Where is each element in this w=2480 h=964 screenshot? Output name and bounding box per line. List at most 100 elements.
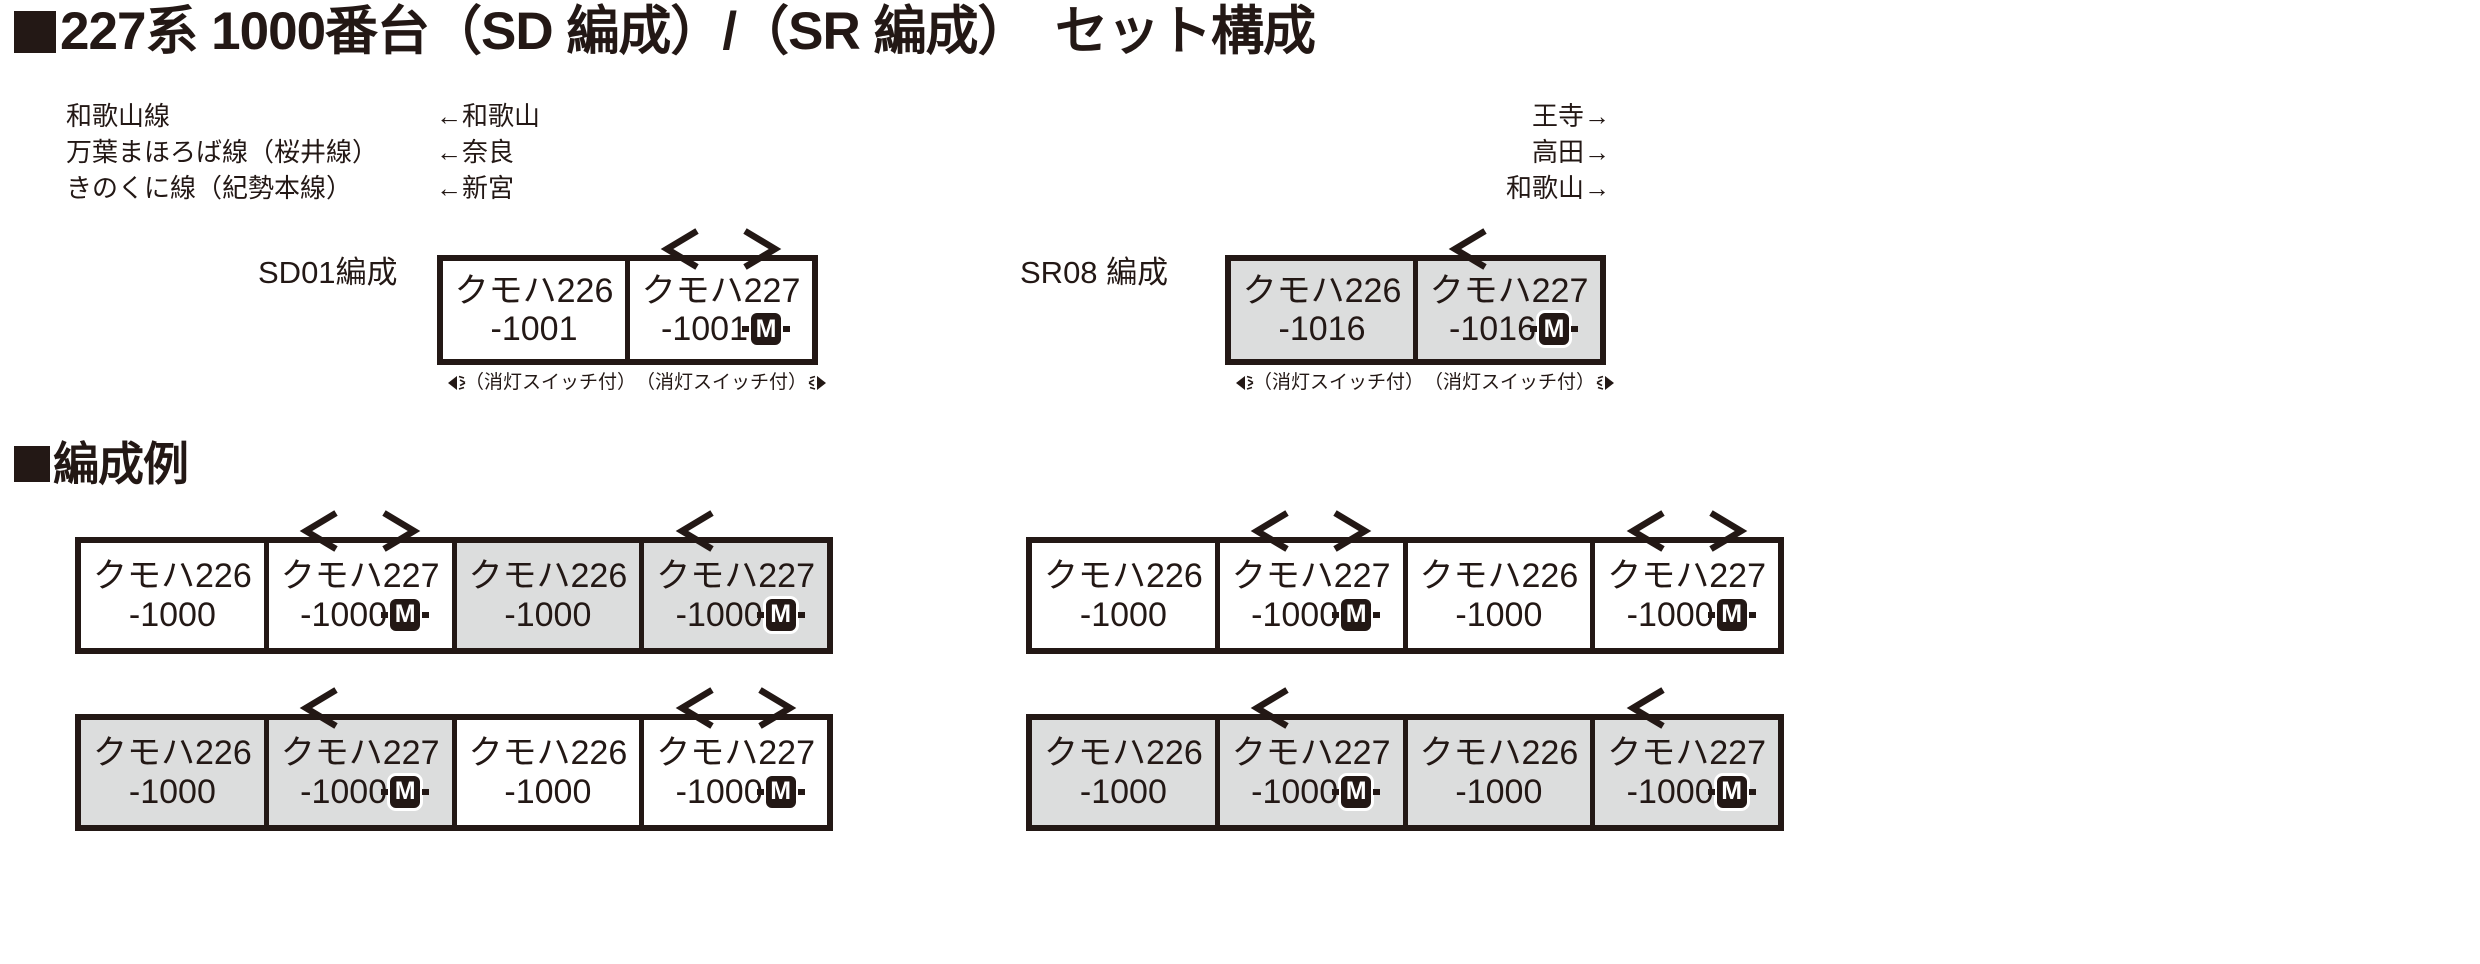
car-number-text: -1001 [490,310,578,348]
car-number-text: -1001 [661,310,748,348]
car-number-label: -1000 [1080,773,1167,811]
car-type-label: クモハ227 [1607,734,1766,773]
car-number-text: -1016 [1449,310,1536,348]
headlight-note: （消灯スイッチ付） [446,372,636,392]
car-number-label: -1000 [1455,773,1542,811]
route-row: 万葉まほろば線（桜井線） ←奈良 [66,134,540,170]
car-type-label: クモハ226 [468,557,628,596]
pantograph-icon [269,686,452,729]
car-type-label: クモハ226 [1419,734,1579,773]
car-type-label: クモハ226 [93,734,252,773]
motor-car-icon: M [390,598,421,631]
pantograph-icon [644,686,827,729]
car-type-label: クモハ227 [1231,734,1391,773]
car-number-text: -1000 [1079,772,1167,811]
car-cell: クモハ226-1000 [81,720,264,825]
car-number-text: -1000 [1626,595,1714,634]
pantograph-icon [1595,509,1778,552]
set-label-sr08: SR08 編成 [1020,255,1169,290]
car-number-text: -1000 [1251,595,1339,634]
car-number-label: -1000 [504,596,591,634]
route-row: きのくに線（紀勢本線） ←新宮 [66,170,540,206]
car-type-label: クモハ226 [468,734,628,773]
car-type-label: クモハ226 [93,557,252,596]
car-type-label: クモハ227 [656,557,815,596]
car-number-text: -1000 [675,595,763,634]
car-type-label: クモハ226 [454,271,614,310]
route-list: 和歌山線 ←和歌山 万葉まほろば線（桜井線） ←奈良 きのくに線（紀勢本線） ←… [66,98,540,206]
car-number-text: -1000 [504,595,592,634]
car-cell: クモハ226-1000 [451,720,640,825]
motor-car-icon: M [765,598,796,631]
car-number-text: -1000 [1251,772,1339,811]
motor-car-icon: M [390,775,421,808]
route-destination: 王寺→ [1531,101,1610,131]
motor-car-icon: M [1716,598,1747,631]
pantograph-icon [269,509,452,552]
motor-car-icon: M [1716,775,1747,808]
pantograph-icon [630,227,812,270]
headlight-icon [808,372,827,392]
car-cell: クモハ226-1000 [1032,720,1215,825]
car-type-label: クモハ227 [656,734,815,773]
car-number-text: -1000 [300,772,388,811]
car-type-label: クモハ227 [641,271,801,310]
car-type-label: クモハ226 [1044,734,1203,773]
car-type-label: クモハ227 [1231,557,1391,596]
car-cell: クモハ226-1000 [1402,543,1591,648]
car-number-text: -1016 [1278,310,1366,348]
route-origin: ←新宮 [436,173,515,203]
car-cell: クモハ226-1016 [1231,261,1413,359]
pantograph-icon [1220,686,1403,729]
car-number-text: -1000 [128,772,216,811]
car-number-label: -1001 [491,310,578,348]
destination-list: 王寺→ 高田→ 和歌山→ [1480,98,1610,206]
motor-car-icon: M [765,775,796,808]
set-label-sd01: SD01編成 [258,255,398,290]
motor-car-icon: M [1341,598,1372,631]
route-origin: ←和歌山 [436,101,541,131]
route-destination: 和歌山→ [1505,173,1610,203]
headlight-note-text: （消灯スイッチ付） [636,371,808,393]
example-heading-text: 編成例 [53,438,189,490]
square-bullet-icon [14,10,56,53]
pantograph-icon [1418,227,1600,270]
car-number-text: -1000 [675,772,763,811]
route-destination: 高田→ [1531,137,1610,167]
headlight-note: （消灯スイッチ付） [1234,372,1424,392]
car-number-label: -1000 [1080,596,1167,634]
car-type-label: クモハ226 [1419,557,1579,596]
headlight-icon [1234,372,1254,392]
route-name: きのくに線（紀勢本線） [66,173,353,203]
car-number-text: -1000 [504,772,592,811]
car-type-label: クモハ226 [1044,557,1203,596]
motor-car-icon: M [1341,775,1372,808]
car-number-label: -1000 [129,596,216,634]
pantograph-icon [1220,509,1403,552]
headlight-note: （消灯スイッチ付） [636,371,827,393]
motor-car-icon: M [1538,313,1569,346]
headlight-note-text: （消灯スイッチ付） [1424,371,1596,393]
headlight-note-text: （消灯スイッチ付） [465,371,637,393]
car-number-text: -1000 [1455,772,1543,811]
route-name: 和歌山線 [66,101,171,131]
car-type-label: クモハ227 [1607,557,1766,596]
